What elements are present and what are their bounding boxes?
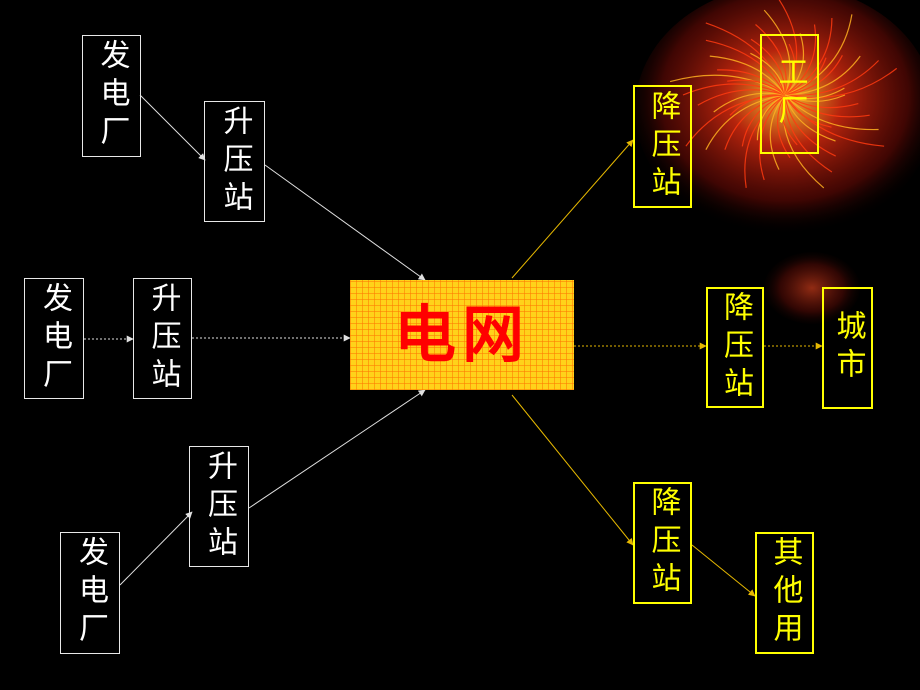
other-uses-label: 其他用 [767,536,803,650]
connector-grid-to-step-down-top [511,139,634,279]
firework-ray [741,94,786,147]
firework-ray [744,94,786,188]
connector-station-top-to-grid [264,164,426,281]
firework-ray [705,39,786,96]
connector-step-down-bottom-to-other [691,544,756,597]
firework-ray [669,74,786,96]
firework-ray [784,94,885,147]
step-up-station-bottom-label: 升压站 [202,449,237,564]
firework-ray [784,94,832,128]
step-down-station-top: 降压站 [633,85,692,208]
firework-ray [717,69,786,96]
other-uses: 其他用 [755,532,814,654]
firework-ray [784,94,879,131]
factory: 工厂 [760,34,819,154]
fireworks-decoration-top [635,0,920,235]
firework-ray [784,94,859,109]
firework-ray [784,94,836,142]
firework-ray [750,38,786,96]
firework-ray [784,43,796,96]
firework-ray [784,94,870,118]
power-plant-top-label: 发电厂 [94,39,130,153]
firework-ray [750,52,786,96]
firework-ray [682,83,786,96]
power-plant-middle-label: 发电厂 [37,281,72,396]
fireworks-decoration-middle [764,252,860,324]
firework-ray [705,94,786,150]
power-plant-top: 发电厂 [82,35,141,157]
firework-ray [784,94,833,173]
city: 城市 [822,287,873,409]
firework-ray [729,94,786,116]
connector-plant-top-to-station-top [139,94,206,161]
step-down-station-bottom: 降压站 [633,482,692,604]
factory-label: 工厂 [772,56,808,132]
firework-ray [756,94,786,141]
firework-ray [784,17,833,96]
power-plant-bottom-label: 发电厂 [73,536,108,650]
firework-ray [784,14,853,96]
firework-ray [755,24,787,96]
firework-ray [784,24,817,96]
firework-ray [727,79,786,96]
firework-ray [697,89,786,106]
firework-ray [782,94,825,189]
output-connectors [511,139,823,597]
firework-ray [784,33,805,96]
step-up-station-middle: 升压站 [133,278,192,399]
connector-station-bottom-to-grid [248,389,426,509]
firework-ray [769,94,786,170]
firework-ray [709,55,786,96]
step-up-station-top: 升压站 [204,101,265,222]
firework-ray [784,55,861,96]
firework-ray [781,94,798,146]
firework-ray [784,57,827,96]
step-up-station-middle-label: 升压站 [145,281,181,396]
firework-ray [776,94,791,159]
firework-ray [784,94,836,157]
power-plant-middle: 发电厂 [24,278,84,399]
firework-ray [784,67,898,99]
firework-ray [763,9,791,96]
firework-ray [784,87,845,100]
step-down-station-middle-label: 降压站 [718,290,753,405]
input-connectors [84,94,426,586]
step-up-station-bottom: 升压站 [189,446,249,567]
power-grid-label: 电网 [393,298,530,371]
firework-ray [724,94,786,150]
step-up-station-top-label: 升压站 [217,104,253,219]
firework-ray [784,60,880,96]
power-plant-bottom: 发电厂 [60,532,120,654]
step-down-station-top-label: 降压站 [645,89,681,204]
connector-plant-bottom-to-station-bottom [119,511,193,586]
step-down-station-middle: 降压站 [706,287,764,408]
city-label: 城市 [830,310,866,386]
firework-ray [705,22,786,96]
firework-ray [713,92,786,113]
power-grid: 电网 [350,280,574,390]
firework-ray [778,0,798,96]
firework-ray [685,94,786,147]
firework-ray [784,55,843,96]
connector-grid-to-step-down-bottom [511,394,634,546]
step-down-station-bottom-label: 降压站 [645,486,681,600]
